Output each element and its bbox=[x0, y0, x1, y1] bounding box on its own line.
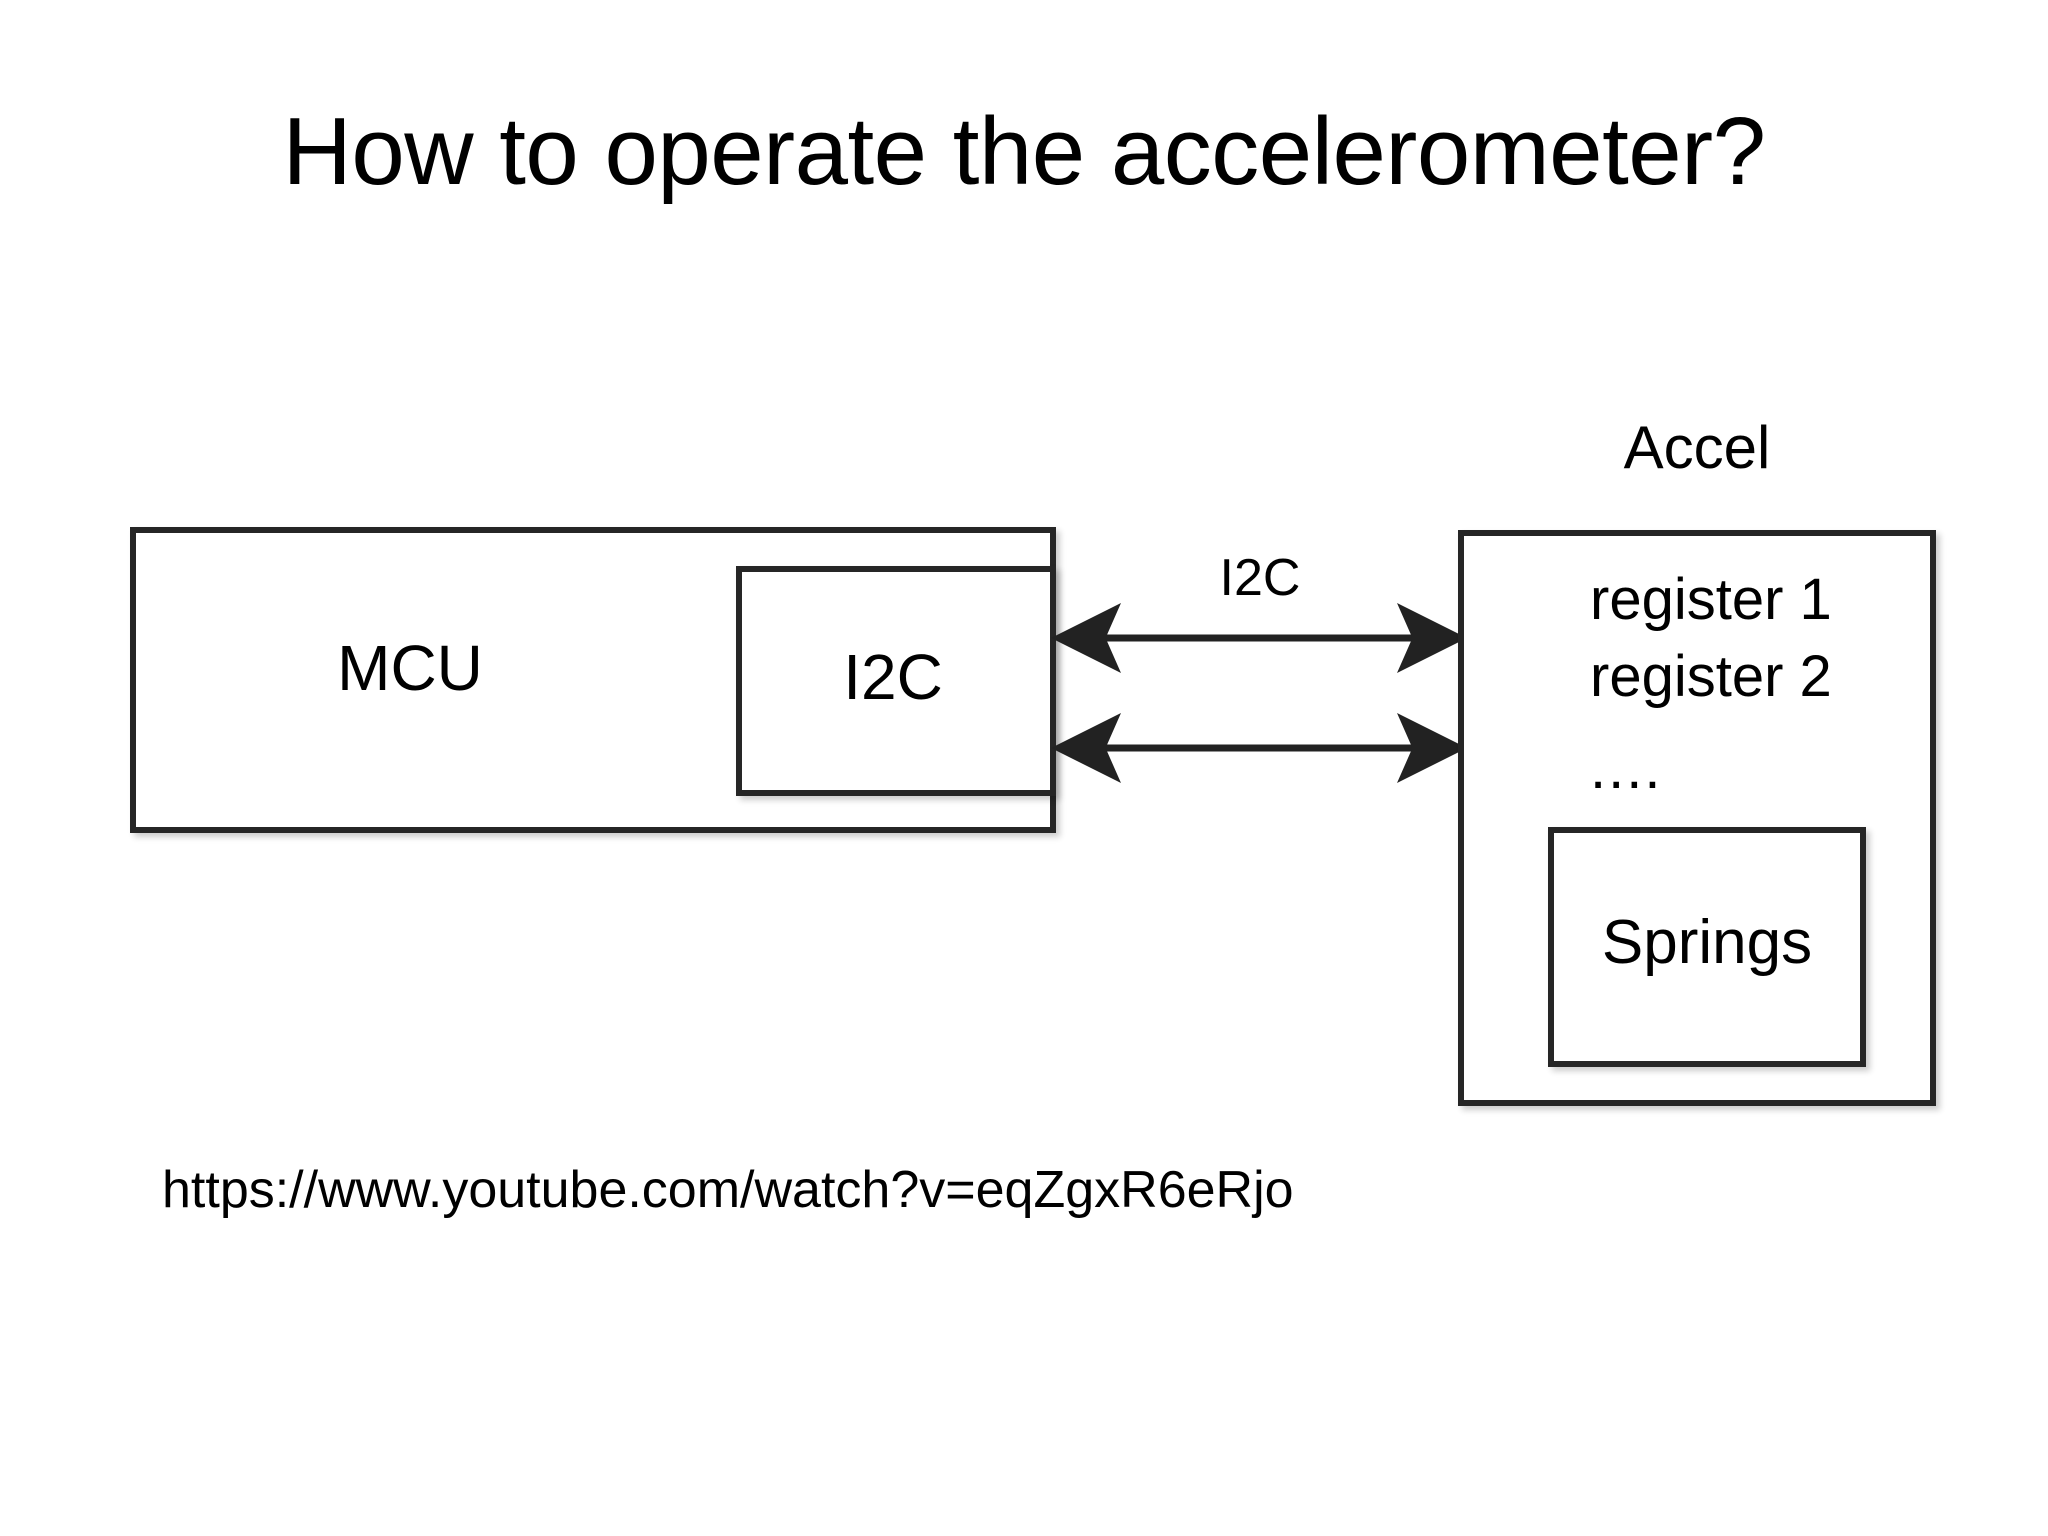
i2c-peripheral-block bbox=[736, 566, 1056, 796]
accel-title: Accel bbox=[1623, 414, 1771, 481]
springs-block bbox=[1548, 827, 1866, 1067]
accel-register-item: register 2 bbox=[1590, 644, 1832, 709]
accel-register-item: register 1 bbox=[1590, 567, 1832, 632]
i2c-bus-label: I2C bbox=[1219, 549, 1301, 607]
source-url-text[interactable]: https://www.youtube.com/watch?v=eqZgxR6e… bbox=[162, 1161, 1294, 1219]
mcu-block-label: MCU bbox=[337, 632, 483, 704]
accel-register-ellipsis: .... bbox=[1590, 736, 1663, 801]
i2c-bus-arrows bbox=[1051, 603, 1467, 783]
page-title: How to operate the accelerometer? bbox=[282, 98, 1766, 205]
springs-block-label: Springs bbox=[1601, 908, 1813, 977]
i2c-peripheral-label: I2C bbox=[843, 641, 943, 713]
